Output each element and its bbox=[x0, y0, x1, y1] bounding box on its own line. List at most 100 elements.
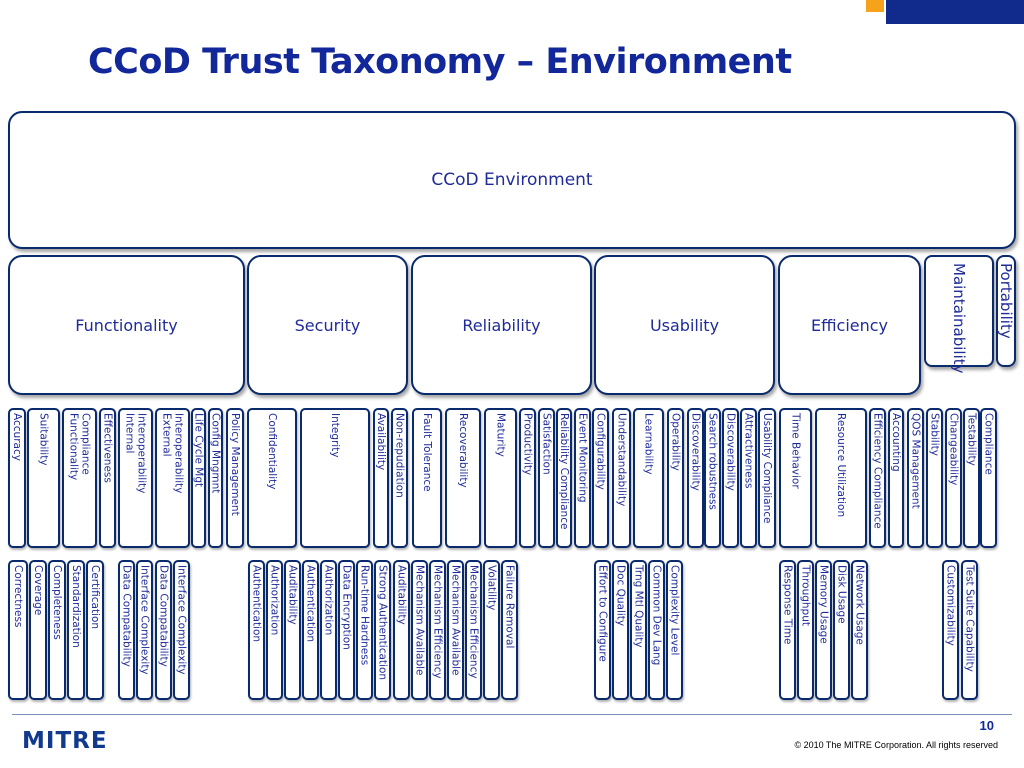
attribute-column: Understandability bbox=[612, 408, 631, 548]
attribute-column: Integrity bbox=[300, 408, 370, 548]
category-label: Efficiency bbox=[810, 315, 889, 335]
measure-column: Auditability bbox=[393, 560, 410, 700]
page-number: 10 bbox=[979, 718, 994, 733]
measure-column: Authorization bbox=[266, 560, 283, 700]
attribute-label: Efficiency Compliance bbox=[871, 413, 884, 529]
measure-column: Authorization bbox=[320, 560, 337, 700]
attribute-label: Configurability bbox=[594, 413, 607, 490]
corner-accent-orange bbox=[866, 0, 884, 12]
measure-column: Volatility bbox=[483, 560, 500, 700]
measure-column: Failure Removal bbox=[501, 560, 518, 700]
attribute-label: Reliability Compliance bbox=[558, 413, 570, 530]
attribute-column: Changeability bbox=[945, 408, 962, 548]
measure-label: Authentication bbox=[250, 565, 263, 643]
attribute-label: Availability bbox=[375, 413, 387, 471]
measure-column: Trng Mtl Quality bbox=[630, 560, 647, 700]
measure-column: Auditability bbox=[284, 560, 301, 700]
category-security: Security bbox=[247, 255, 408, 395]
footer-divider bbox=[12, 714, 1012, 715]
measure-column: Disk Usage bbox=[833, 560, 850, 700]
measure-column: Strong Authentication bbox=[374, 560, 391, 700]
attribute-label: Non-repudiation bbox=[393, 413, 406, 498]
measure-label: Trng Mtl Quality bbox=[632, 565, 645, 648]
measure-label: Mechanism Efficiency bbox=[467, 565, 480, 679]
measure-label: Data Compatability bbox=[120, 565, 133, 667]
attribute-column: Discoverability bbox=[687, 408, 704, 548]
measure-column: Completeness bbox=[48, 560, 66, 700]
category-reliability: Reliability bbox=[411, 255, 592, 395]
attribute-label: Accuracy bbox=[11, 413, 23, 461]
measure-column: Run-time Hardness bbox=[356, 560, 373, 700]
measure-label: Failure Removal bbox=[503, 565, 516, 649]
attribute-label: Search robustness bbox=[706, 413, 719, 510]
attribute-label: Learnability bbox=[642, 413, 655, 475]
measure-label: Strong Authentication bbox=[376, 565, 389, 681]
measure-label: Complexity Level bbox=[668, 565, 681, 656]
measure-column: Test Suite Capability bbox=[961, 560, 978, 700]
attribute-label: Operability bbox=[669, 413, 682, 471]
attribute-label: Stability bbox=[928, 413, 941, 456]
attribute-label: Understandability bbox=[615, 413, 628, 507]
attribute-column: Resource Utilization bbox=[815, 408, 867, 548]
measure-label: Disk Usage bbox=[835, 565, 848, 624]
page-title: CCoD Trust Taxonomy – Environment bbox=[88, 42, 792, 82]
measure-label: Network Usage bbox=[853, 565, 866, 645]
measure-column: Interface Complexity bbox=[136, 560, 153, 700]
environment-label: CCoD Environment bbox=[431, 170, 593, 190]
attribute-label: Satisfaction bbox=[540, 413, 553, 475]
measure-column: Correctness bbox=[8, 560, 28, 700]
attribute-column: Confidentiality bbox=[247, 408, 297, 548]
attribute-column: Recoverability bbox=[445, 408, 481, 548]
measure-column: Throughput bbox=[797, 560, 814, 700]
category-functionality: Functionality bbox=[8, 255, 245, 395]
attribute-column: Accounting bbox=[888, 408, 904, 548]
attribute-label: Config Mngmnt bbox=[209, 413, 222, 494]
measure-column: Mechanism Efficiency bbox=[465, 560, 482, 700]
corner-accent-navy bbox=[886, 0, 1024, 24]
measure-label: Customizability bbox=[944, 565, 957, 646]
attribute-column: Effectiveness bbox=[99, 408, 116, 548]
attribute-label: Effectiveness bbox=[101, 413, 114, 483]
attribute-label: Discoverability bbox=[689, 413, 702, 491]
measure-column: Response Time bbox=[779, 560, 796, 700]
attribute-column: Discoverability bbox=[722, 408, 739, 548]
measure-column: Common Dev Lang bbox=[648, 560, 665, 700]
measure-label: Standardization bbox=[70, 565, 82, 648]
category-usability: Usability bbox=[594, 255, 775, 395]
attribute-label: Event Monitoring bbox=[576, 413, 589, 503]
category-label: Portability bbox=[997, 263, 1015, 339]
attribute-label: Life Cycle Mgt bbox=[192, 413, 205, 488]
attribute-label: Fault Tolerance bbox=[421, 413, 433, 492]
attribute-column: Time Behavior bbox=[779, 408, 812, 548]
attribute-label: Compliance bbox=[982, 413, 995, 475]
attribute-column: Productivity bbox=[519, 408, 536, 548]
measure-column: Doc Quality bbox=[612, 560, 629, 700]
measure-label: Data Compatability bbox=[157, 565, 170, 667]
measure-column: Complexity Level bbox=[666, 560, 683, 700]
attribute-column: Maturity bbox=[484, 408, 517, 548]
category-label: Maintainability bbox=[950, 263, 968, 374]
measure-column: Network Usage bbox=[851, 560, 868, 700]
measure-column: Mechanism Available bbox=[411, 560, 428, 700]
measure-label: Coverage bbox=[32, 565, 44, 616]
measure-label: Mechanism Available bbox=[449, 565, 462, 676]
measure-label: Authorization bbox=[268, 565, 281, 636]
measure-label: Completeness bbox=[51, 565, 63, 640]
measure-label: Run-time Hardness bbox=[358, 565, 371, 666]
measure-label: Throughput bbox=[799, 565, 812, 626]
attribute-label: Functionality bbox=[67, 413, 80, 481]
attribute-column: Policy Management bbox=[226, 408, 244, 548]
measure-column: Customizability bbox=[942, 560, 959, 700]
measure-label: Interface Complexity bbox=[175, 565, 188, 675]
attribute-column: Testability bbox=[963, 408, 980, 548]
measure-label: Data Encryption bbox=[340, 565, 353, 650]
copyright-notice: © 2010 The MITRE Corporation. All rights… bbox=[794, 740, 998, 750]
attribute-column: Config Mngmnt bbox=[208, 408, 223, 548]
attribute-column: Reliability Compliance bbox=[556, 408, 572, 548]
category-portability: Portability bbox=[996, 255, 1016, 367]
measure-label: Mechanism Available bbox=[413, 565, 426, 676]
attribute-label: Internal bbox=[123, 413, 136, 454]
attribute-column: Configurability bbox=[592, 408, 609, 548]
